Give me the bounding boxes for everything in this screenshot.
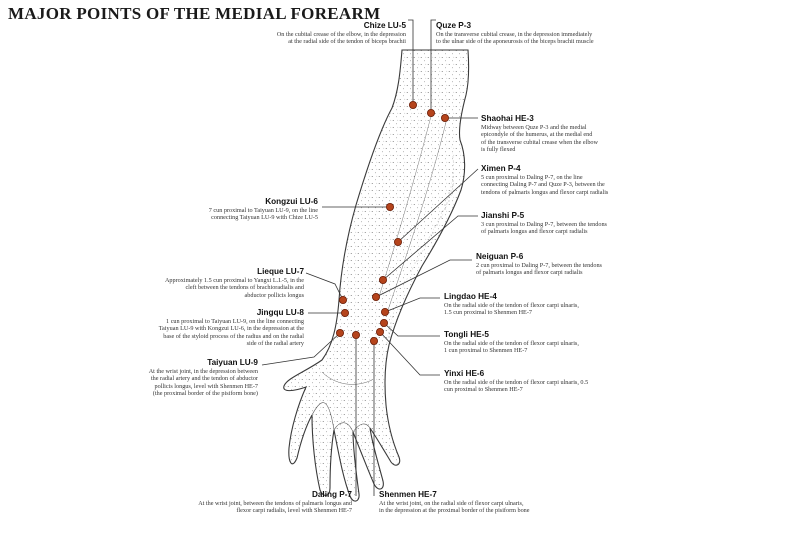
point-chize[interactable] — [408, 101, 417, 110]
label-taiyuan: Taiyuan LU-9 At the wrist joint, in the … — [149, 357, 258, 398]
leader-line-jianshi — [382, 215, 478, 281]
point-jingqu[interactable] — [340, 308, 349, 317]
point-name: Shenmen HE-7 — [379, 490, 437, 499]
label-neiguan: Neiguan P-6 2 cun proximal to Daling P-7… — [476, 251, 602, 277]
point-name: Neiguan P-6 — [476, 252, 524, 261]
acupoints — [335, 101, 449, 345]
point-description: 1 cun proximal to Taiyuan LU-9, on the l… — [158, 318, 304, 348]
point-description: At the wrist joint, on the radial side o… — [379, 500, 530, 515]
label-lieque: Lieque LU-7 Approximately 1.5 cun proxim… — [165, 266, 304, 299]
label-lingdao: Lingdao HE-4 On the radial side of the t… — [444, 291, 579, 317]
finger-crease — [352, 423, 371, 433]
point-name: Jianshi P-5 — [481, 211, 525, 220]
point-ximen[interactable] — [393, 237, 402, 246]
point-description: Approximately 1.5 cun proximal to Yangxi… — [164, 277, 304, 299]
point-shaohai[interactable] — [440, 114, 449, 123]
point-description: 2 cun proximal to Daling P-7, between th… — [476, 262, 602, 277]
leader-line-quze — [430, 19, 436, 113]
label-shenmen: Shenmen HE-7 At the wrist joint, on the … — [379, 489, 530, 515]
leader-line-neiguan — [375, 259, 472, 298]
point-lieque[interactable] — [338, 295, 347, 304]
point-name: Taiyuan LU-9 — [207, 358, 258, 367]
point-name: Daling P-7 — [311, 490, 352, 499]
point-description: At the wrist joint, in the depression be… — [148, 368, 258, 398]
label-yinxi: Yinxi HE-6 On the radial side of the ten… — [444, 368, 588, 394]
leader-line-taiyuan — [261, 332, 341, 366]
leader-line-tongli — [383, 322, 440, 337]
point-description: On the transverse cubital crease, in the… — [436, 31, 594, 46]
point-neiguan[interactable] — [371, 292, 380, 301]
point-description: 3 cun proximal to Daling P-7, between th… — [481, 221, 607, 236]
page-title: MAJOR POINTS OF THE MEDIAL FOREARM — [8, 4, 381, 23]
label-ximen: Ximen P-4 5 cun proximal to Daling P-7, … — [481, 163, 608, 196]
point-name: Ximen P-4 — [481, 164, 521, 173]
point-name: Jingqu LU-8 — [256, 308, 304, 317]
point-name: Kongzui LU-6 — [265, 197, 318, 206]
arm-silhouette — [283, 49, 470, 502]
label-quze: Quze P-3 On the transverse cubital creas… — [436, 20, 594, 46]
leader-line-lingdao — [384, 297, 440, 313]
label-chize: Chize LU-5 On the cubital crease of the … — [277, 20, 406, 46]
point-description: On the radial side of the tendon of flex… — [444, 379, 589, 394]
point-taiyuan[interactable] — [335, 328, 344, 337]
label-jingqu: Jingqu LU-8 1 cun proximal to Taiyuan LU… — [159, 307, 304, 348]
finger-crease — [311, 402, 335, 431]
label-jianshi: Jianshi P-5 3 cun proximal to Daling P-7… — [481, 210, 607, 236]
point-name: Quze P-3 — [436, 21, 472, 30]
finger-crease — [333, 422, 354, 433]
forearm-outline — [283, 49, 470, 502]
point-description: 7 cun proximal to Taiyuan LU-9, on the l… — [208, 207, 318, 222]
point-description: At the wrist joint, between the tendons … — [198, 500, 352, 515]
point-yinxi[interactable] — [375, 327, 384, 336]
point-description: On the radial side of the tendon of flex… — [444, 302, 579, 317]
point-description: On the cubital crease of the elbow, in t… — [276, 31, 406, 46]
point-lingdao[interactable] — [380, 307, 389, 316]
point-name: Tongli HE-5 — [444, 330, 489, 339]
point-quze[interactable] — [426, 109, 435, 118]
leader-lines — [261, 19, 479, 496]
leader-line-lieque — [305, 272, 344, 301]
tendon-line — [377, 111, 433, 301]
point-jianshi[interactable] — [378, 275, 387, 284]
point-daling[interactable] — [351, 330, 360, 339]
point-name: Chize LU-5 — [363, 21, 406, 30]
point-shenmen[interactable] — [369, 336, 378, 345]
leader-line-chize — [408, 19, 414, 105]
point-name: Lingdao HE-4 — [444, 292, 497, 301]
leader-line-ximen — [397, 168, 479, 243]
tendon-line — [387, 121, 447, 311]
point-name: Lieque LU-7 — [257, 267, 304, 276]
point-tongli[interactable] — [379, 318, 388, 327]
label-tongli: Tongli HE-5 On the radial side of the te… — [444, 329, 579, 355]
label-kongzui: Kongzui LU-6 7 cun proximal to Taiyuan L… — [209, 196, 318, 222]
point-name: Yinxi HE-6 — [444, 369, 485, 378]
point-description: 5 cun proximal to Daling P-7, on the lin… — [481, 174, 609, 196]
label-daling: Daling P-7 At the wrist joint, between t… — [198, 489, 352, 515]
label-shaohai: Shaohai HE-3 Midway between Quze P-3 and… — [481, 113, 598, 154]
point-name: Shaohai HE-3 — [481, 114, 534, 123]
point-kongzui[interactable] — [385, 202, 394, 211]
palm-crease — [321, 371, 373, 385]
point-description: Midway between Quze P-3 and the medial e… — [481, 124, 598, 154]
leader-line-yinxi — [379, 331, 440, 376]
point-description: On the radial side of the tendon of flex… — [444, 340, 579, 355]
